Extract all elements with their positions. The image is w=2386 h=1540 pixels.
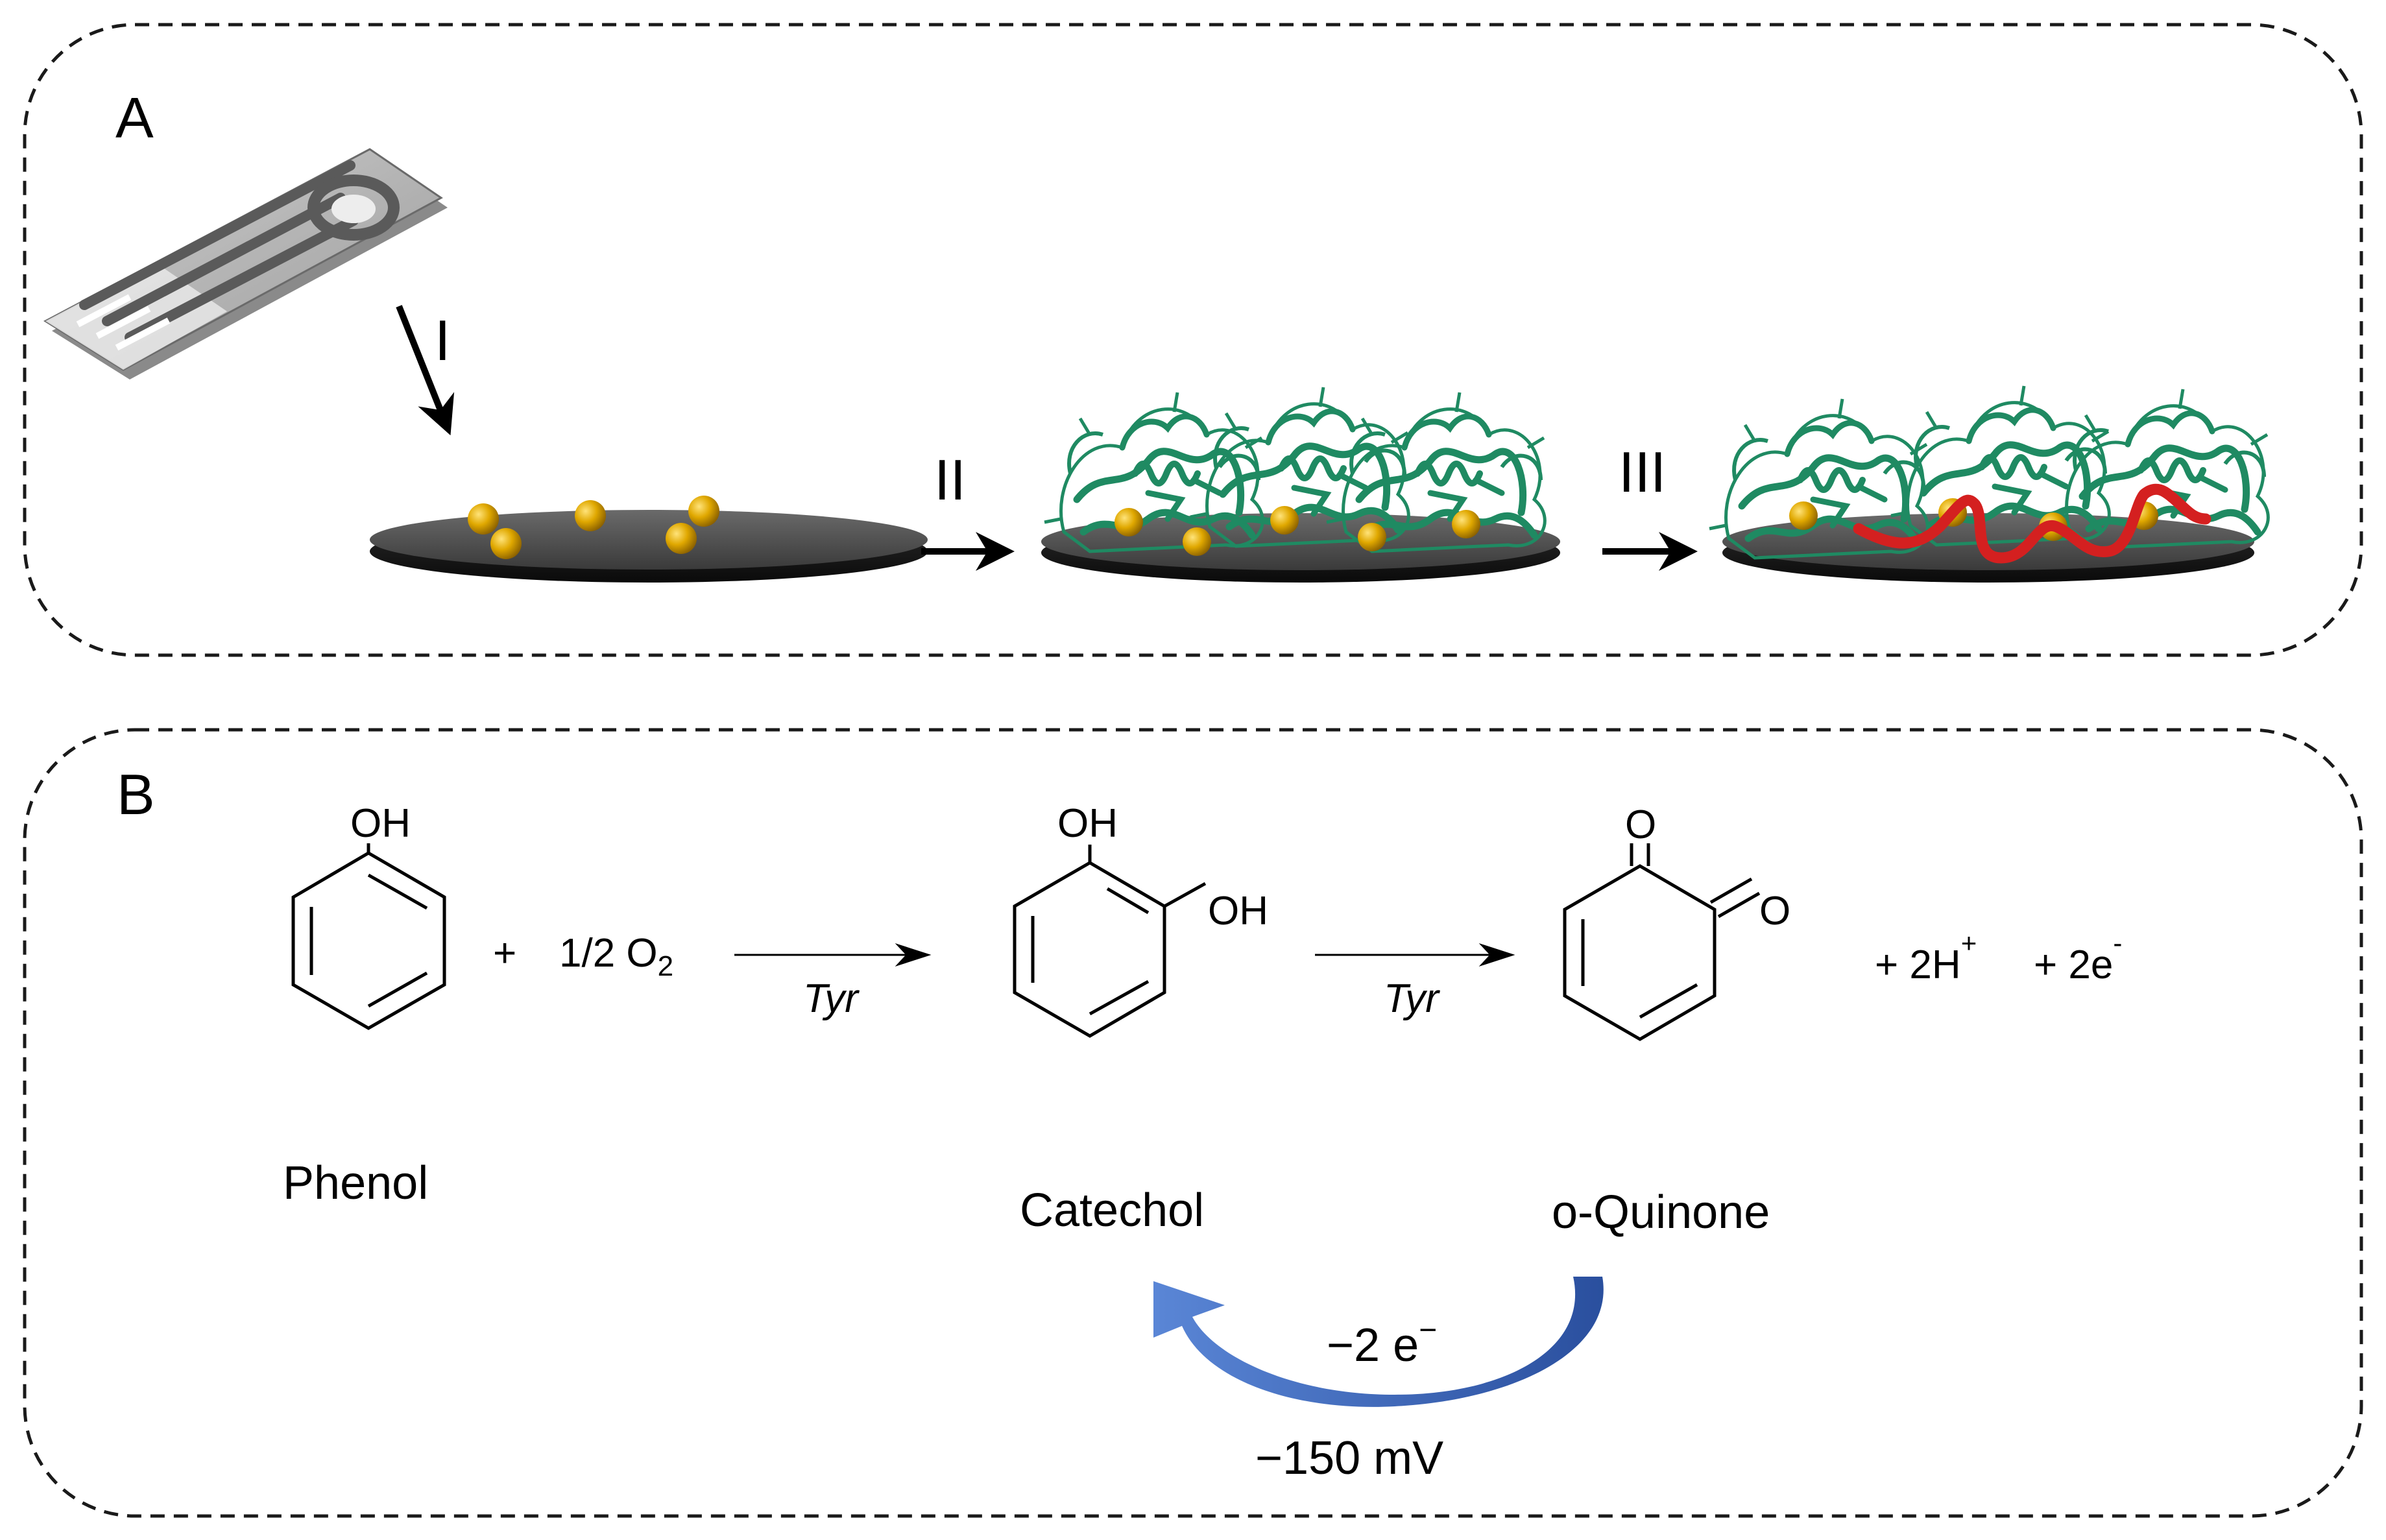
cycle-electrons-superscript: − (1419, 1313, 1437, 1347)
panel-a-frame (23, 23, 2363, 657)
gold-nanoparticle (688, 496, 719, 527)
cycle-potential: −150 mV (1255, 1432, 1443, 1484)
gold-nanoparticle (1789, 501, 1818, 530)
panel-b-frame (23, 728, 2363, 1518)
electron-text: + 2e (2034, 943, 2113, 987)
electroreduction-arrow (1153, 1277, 1604, 1407)
catechol-oh-2: OH (1208, 889, 1268, 933)
quinone-oxygen-2: O (1759, 889, 1790, 933)
oxygen-reactant: 1/2 O2 (559, 931, 673, 982)
oxygen-coefficient: 1/2 O (559, 931, 658, 976)
electron-product: + 2e- (2034, 928, 2122, 987)
gold-nanoparticle (575, 500, 606, 531)
catechol-name: Catechol (1020, 1185, 1204, 1236)
electrode-disc-bare (370, 496, 928, 583)
panel-a-label: A (115, 86, 154, 150)
gold-nanoparticle (1452, 510, 1480, 538)
step-i-label: I (435, 308, 450, 372)
quinone-structure (1563, 843, 1761, 1041)
gold-nanoparticle (1270, 506, 1299, 535)
phenol-structure (291, 843, 446, 1030)
catechol-oh-1: OH (1057, 801, 1118, 846)
screen-printed-electrode (43, 148, 448, 379)
panel-b-label: B (117, 762, 155, 826)
phenol-name: Phenol (283, 1157, 428, 1209)
crosslinker-chain (1853, 483, 2211, 564)
electron-superscript: - (2113, 928, 2122, 958)
gold-nanoparticle (490, 528, 522, 559)
cycle-electrons-text: −2 e (1327, 1319, 1419, 1371)
quinone-oxygen-1: O (1625, 802, 1656, 847)
step-iii-label: III (1619, 440, 1666, 504)
oxygen-subscript: 2 (658, 950, 673, 982)
gold-nanoparticle (1183, 527, 1211, 556)
step-ii-label: II (934, 448, 966, 512)
gold-nanoparticle (1358, 523, 1386, 551)
proton-text: + 2H (1875, 943, 1961, 987)
electrode-disc-enzyme (1041, 387, 1560, 583)
plus-sign: + (493, 931, 516, 976)
proton-product: + 2H+ (1875, 928, 1977, 987)
quinone-name: o-Quinone (1552, 1186, 1770, 1238)
gold-nanoparticle (468, 503, 499, 535)
enzyme-label-2: Tyr (1384, 976, 1440, 1021)
catechol-structure (1013, 845, 1207, 1038)
step-i-arrow (396, 305, 455, 436)
enzyme-label-1: Tyr (803, 976, 860, 1021)
electrode-disc-crosslinked (1709, 386, 2268, 583)
gold-nanoparticle (1115, 508, 1143, 536)
gold-nanoparticle (666, 523, 697, 554)
cycle-electrons: −2 e− (1327, 1313, 1437, 1371)
proton-superscript: + (1961, 928, 1977, 958)
phenol-oh: OH (350, 801, 411, 846)
